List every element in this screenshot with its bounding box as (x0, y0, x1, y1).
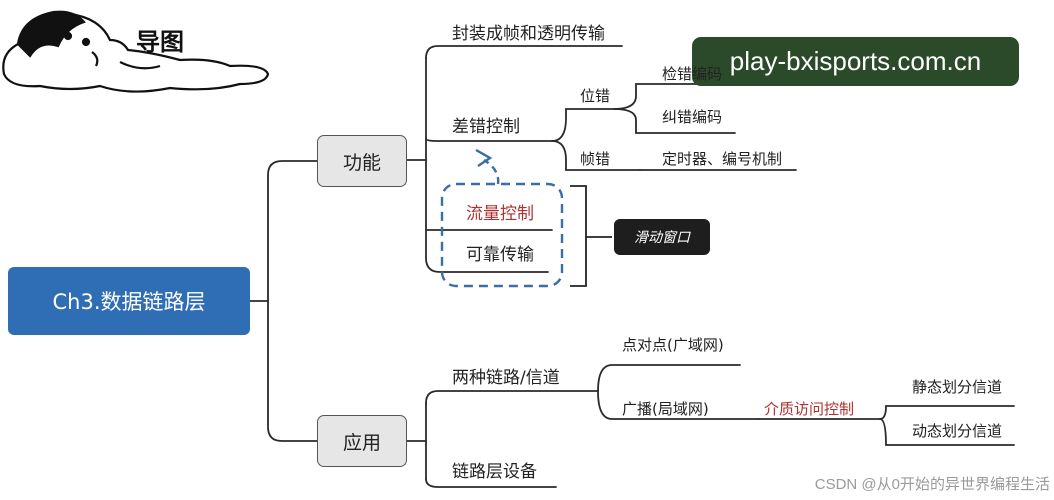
node-error-control: 差错控制 (452, 117, 520, 137)
node-media-access-control: 介质访问控制 (764, 400, 855, 418)
node-link-devices: 链路层设备 (452, 462, 537, 482)
node-frame-error-method: 定时器、编号机制 (662, 150, 783, 168)
node-bit-error: 位错 (580, 87, 611, 105)
node-applications: 应用 (317, 415, 407, 467)
node-dynamic-channel: 动态划分信道 (912, 422, 1003, 440)
node-sliding-window: 滑动窗口 (614, 219, 710, 255)
dashed-group-outline (440, 182, 564, 288)
node-error-correct: 纠错编码 (662, 108, 723, 126)
node-broadcast: 广播(局域网) (622, 400, 709, 418)
csdn-watermark: CSDN @从0开始的异世界编程生活 (814, 476, 1050, 493)
node-static-channel: 静态划分信道 (912, 378, 1003, 396)
node-framing: 封装成帧和透明传输 (452, 24, 605, 44)
node-flow-control: 流量控制 (466, 204, 534, 224)
page-title: 导图 (136, 28, 184, 56)
node-point-to-point: 点对点(广域网) (622, 336, 724, 354)
node-functions: 功能 (317, 135, 407, 187)
site-banner[interactable]: play-bxisports.com.cn (692, 37, 1019, 86)
cartoon-character-icon (2, 10, 270, 93)
node-frame-error: 帧错 (580, 150, 611, 168)
node-reliable-transfer: 可靠传输 (466, 245, 534, 265)
node-error-detect: 检错编码 (662, 65, 723, 83)
dashed-arrow-head (475, 148, 493, 167)
root-node: Ch3.数据链路层 (8, 267, 250, 335)
dashed-arrow-line (483, 158, 500, 185)
node-link-types: 两种链路/信道 (452, 368, 560, 388)
bracket-line (570, 185, 587, 287)
